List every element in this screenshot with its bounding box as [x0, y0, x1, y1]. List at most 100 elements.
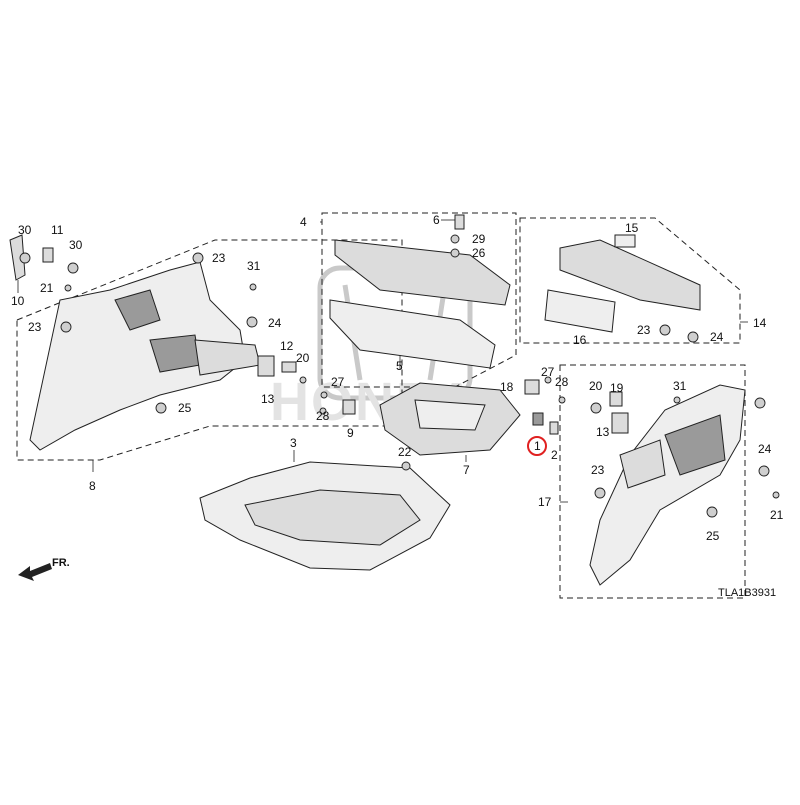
clip-31-right [673, 396, 681, 404]
callout-8: 8 [89, 479, 96, 493]
clip-part-11 [42, 247, 54, 263]
callout-27: 27 [541, 365, 555, 379]
screw-30-left [19, 252, 31, 264]
callout-23: 23 [212, 251, 226, 265]
garnish-part-16 [544, 289, 616, 333]
callout-12: 12 [280, 339, 294, 353]
group-box-right [559, 364, 746, 599]
callout-23: 23 [637, 323, 651, 337]
front-direction-indicator: FR. [18, 557, 70, 581]
clip-part-1 [532, 412, 544, 426]
callout-3: 3 [290, 436, 297, 450]
left-trim-pocket [114, 289, 161, 331]
nut-28-left [319, 407, 327, 415]
callout-20: 20 [589, 379, 603, 393]
bracket-part-13-right [611, 412, 629, 434]
clip-24-right-upper [754, 397, 766, 409]
nut-21-left [64, 284, 72, 292]
callout-31: 31 [673, 379, 687, 393]
callout-5: 5 [396, 359, 403, 373]
callout-25: 25 [178, 401, 192, 415]
bracket-part-18 [524, 379, 540, 395]
callout-13: 13 [596, 425, 610, 439]
right-trim-speaker-grille [664, 414, 726, 476]
callout-28: 28 [555, 375, 569, 389]
callout-16: 16 [573, 333, 587, 347]
callout-30: 30 [69, 238, 83, 252]
clip-20-right [590, 402, 602, 414]
callout-23: 23 [28, 320, 42, 334]
clip-part-6 [454, 214, 465, 230]
leader-lines [17, 219, 748, 503]
callout-21: 21 [40, 281, 54, 295]
callout-7: 7 [463, 463, 470, 477]
callout-30: 30 [18, 223, 32, 237]
callout-25: 25 [706, 529, 720, 543]
callout-18: 18 [500, 380, 514, 394]
group-box-left [16, 239, 403, 461]
clip-23-right [594, 487, 606, 499]
garnish-part-15 [614, 234, 636, 248]
clip-31-left [249, 283, 257, 291]
callout-24: 24 [758, 442, 772, 456]
callout-4: 4 [300, 215, 307, 229]
clip-24-left [246, 316, 258, 328]
clip-24-top-right [687, 331, 699, 343]
fasteners [19, 234, 780, 518]
group-box-top-center [321, 212, 517, 388]
callout-31: 31 [247, 259, 261, 273]
callout-29: 29 [472, 232, 486, 246]
tonneau-upper-panel [334, 239, 511, 306]
callout-11: 11 [51, 223, 64, 237]
left-side-trim-panel [29, 261, 261, 451]
sub-tray-well [414, 399, 486, 431]
clip-part-2 [549, 421, 559, 435]
callout-23: 23 [591, 463, 605, 477]
clip-23-left-lower [60, 321, 72, 333]
front-label: FR. [52, 557, 70, 569]
bracket-part-12 [281, 361, 297, 373]
clip-25-left [155, 402, 167, 414]
washer-29 [450, 234, 460, 244]
left-trim-lower-bracket [194, 339, 261, 376]
diagram-code: TLA1B3931 [718, 587, 776, 599]
callout-20: 20 [296, 351, 310, 365]
bracket-part-19 [609, 391, 623, 407]
tonneau-lower-panel [329, 299, 496, 369]
cargo-floor-tray [199, 461, 451, 571]
clip-24-right-lower [758, 465, 770, 477]
callouts: 30 11 30 21 10 23 23 31 24 12 20 13 27 2… [11, 213, 784, 543]
group-box-top-right [519, 217, 741, 344]
front-arrow-icon [18, 563, 52, 581]
clip-23-left-upper [192, 252, 204, 264]
clip-23-top-right [659, 324, 671, 336]
callout-26: 26 [472, 246, 486, 260]
callout-24: 24 [268, 316, 282, 330]
nut-26 [450, 248, 460, 258]
clip-20-left [299, 376, 307, 384]
callout-22: 22 [398, 445, 412, 459]
highlight-ring-part-1 [527, 436, 547, 456]
nut-28-right [558, 396, 566, 404]
callout-13: 13 [261, 392, 275, 406]
garnish-part-16-upper [559, 239, 701, 311]
bracket-part-9 [342, 399, 356, 415]
callout-28: 28 [316, 409, 330, 423]
cargo-sub-tray [379, 382, 521, 456]
nut-27-left [320, 391, 328, 399]
callout-2: 2 [551, 448, 558, 462]
callout-17: 17 [538, 495, 552, 509]
rear-panel-garnish [544, 234, 701, 333]
callout-6: 6 [433, 213, 440, 227]
callout-15: 15 [625, 221, 639, 235]
callout-24: 24 [710, 330, 724, 344]
floor-tray-inner [244, 489, 421, 546]
strap-part-10 [9, 234, 26, 281]
callout-10: 10 [11, 294, 25, 308]
callout-1: 1 [534, 439, 541, 453]
bracket-part-13-left [257, 355, 275, 377]
callout-27: 27 [331, 375, 345, 389]
callout-9: 9 [347, 426, 354, 440]
